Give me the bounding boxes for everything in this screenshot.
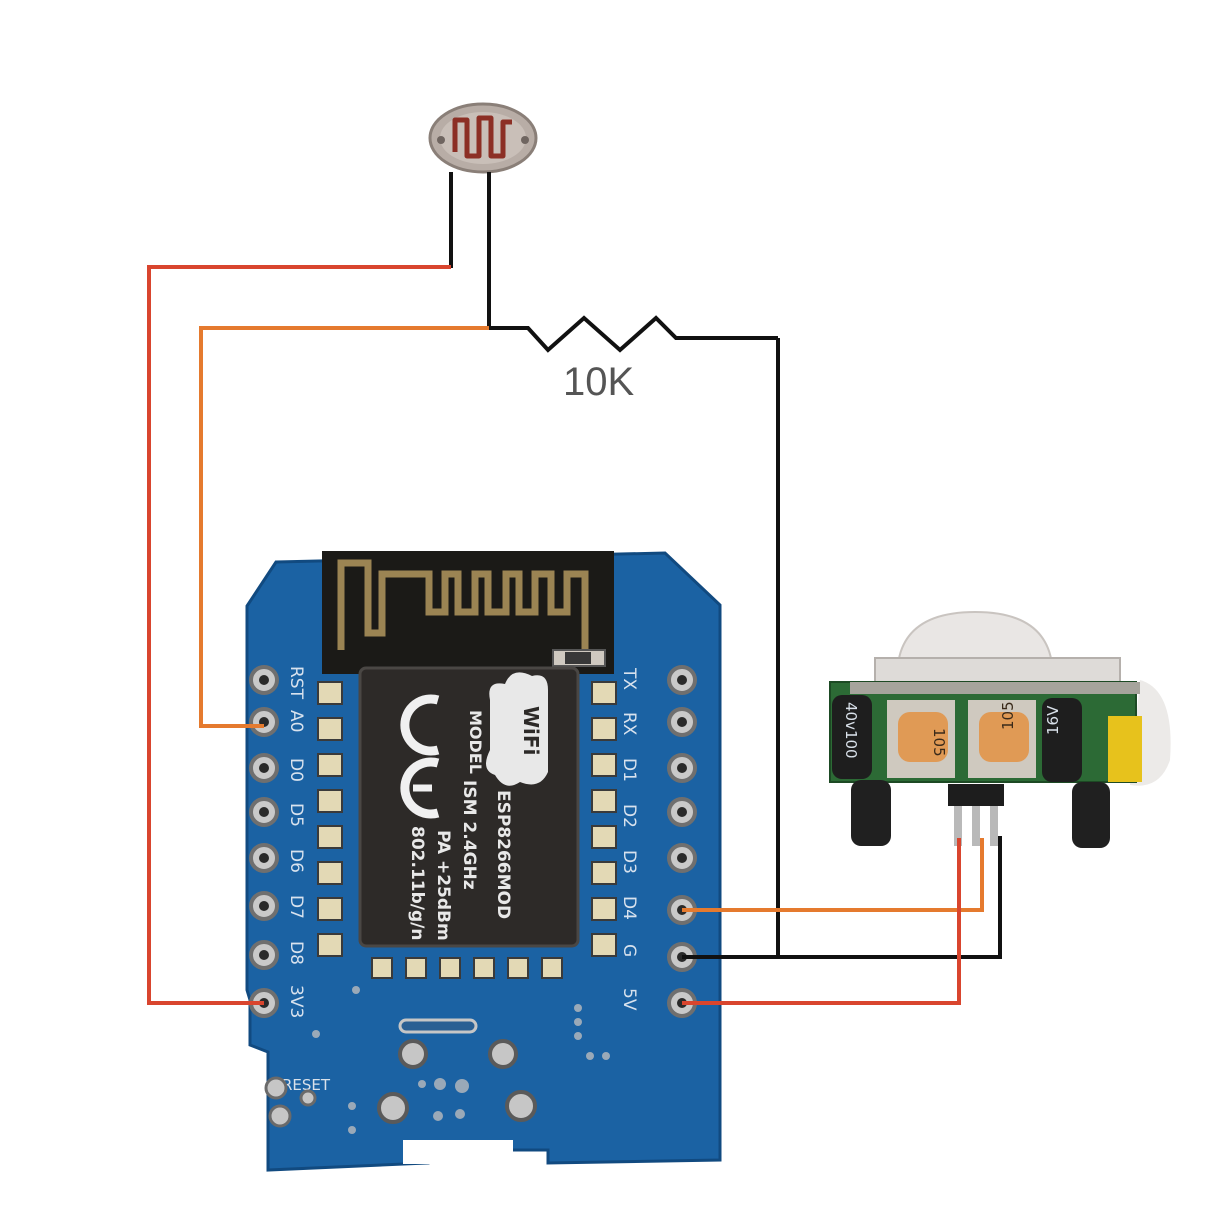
pir-capacitor-left <box>832 695 872 779</box>
pot-left-label: 105 <box>930 728 948 757</box>
pin-label-d4: D4 <box>619 896 639 920</box>
esp-bottom-pad <box>439 957 461 979</box>
esp-right-pad <box>591 897 617 921</box>
esp-left-pad <box>317 753 343 777</box>
pin-label-rx: RX <box>619 712 639 736</box>
wire-5v-to-pir-vcc <box>682 838 961 1005</box>
left-header-pin-hole <box>259 950 269 960</box>
pin-label-d8: D8 <box>286 941 306 965</box>
esp-bottom-pads <box>371 957 563 979</box>
right-pin-labels: TX RX D1 D2 D3 D4 G 5V <box>619 667 639 1011</box>
right-header-pin-hole <box>677 675 687 685</box>
right-header-pin-hole <box>677 763 687 773</box>
left-header-pin-hole <box>259 853 269 863</box>
reset-label: RESET <box>282 1076 331 1094</box>
left-header-pins <box>249 665 279 1018</box>
esp-bottom-pad <box>541 957 563 979</box>
pin-label-d6: D6 <box>286 849 306 873</box>
esp-left-pad <box>317 825 343 849</box>
left-header-pin-hole <box>259 901 269 911</box>
right-header-pin-hole <box>677 717 687 727</box>
wifi-logo-icon <box>486 672 548 786</box>
cap-right-label: 16V <box>1044 705 1062 735</box>
cap-left-label: 40v100 <box>842 702 860 759</box>
right-header-pins <box>667 665 697 1018</box>
usb-connector-pads <box>377 1018 537 1164</box>
esp-right-pad <box>591 681 617 705</box>
pin-label-5v: 5V <box>619 988 639 1011</box>
esp-right-pad <box>591 933 617 957</box>
pin-label-d2: D2 <box>619 804 639 828</box>
reset-button-pads <box>264 1076 317 1128</box>
pin-label-3v3: 3V3 <box>286 985 306 1018</box>
esp-bottom-pad <box>371 957 393 979</box>
esp-left-pads <box>317 681 343 957</box>
esp-bottom-pad <box>473 957 495 979</box>
module-line-wifi-std: 802.11b/g/n <box>407 826 427 940</box>
esp-right-pad <box>591 717 617 741</box>
module-brand: WiFi <box>519 706 543 755</box>
photoresistor <box>428 102 538 174</box>
left-pin-labels: RST A0 D0 D5 D6 D7 D8 3V3 <box>286 666 306 1018</box>
pin-label-d5: D5 <box>286 803 306 827</box>
board-vias <box>312 986 610 1134</box>
pir-capacitor-right <box>1042 698 1082 782</box>
esp-left-pad <box>317 897 343 921</box>
pir-jumper <box>1108 716 1142 782</box>
pin-label-rst: RST <box>286 666 306 700</box>
esp-bottom-pad <box>507 957 529 979</box>
wire-pir-gnd <box>778 836 1002 959</box>
resistor-label: 10K <box>563 360 634 404</box>
pot-right-label: 105 <box>999 701 1017 730</box>
left-header-pin-hole <box>259 763 269 773</box>
pin-label-g: G <box>619 944 639 957</box>
module-line-pa: PA +25dBm <box>433 830 453 941</box>
pin-label-d1: D1 <box>619 758 639 782</box>
pin-label-d3: D3 <box>619 850 639 874</box>
pin-label-d7: D7 <box>286 895 306 919</box>
antenna-trace <box>337 559 589 650</box>
right-header-pin-hole <box>677 853 687 863</box>
pir-motion-sensor: 40v100 105 105 16V <box>829 610 1171 848</box>
esp-left-pad <box>317 861 343 885</box>
module-line-ism: ISM 2.4GHz <box>459 780 479 890</box>
pin-label-d0: D0 <box>286 758 306 782</box>
esp-left-pad <box>317 717 343 741</box>
esp-left-pad <box>317 789 343 813</box>
esp-left-pad <box>317 933 343 957</box>
wire-a0-to-ldr-junction <box>199 326 489 728</box>
wemos-d1-mini-board: CE WiFi MODEL ESP8266MOD ISM 2.4GHz PA +… <box>245 551 722 1172</box>
esp-right-pads <box>591 681 617 957</box>
left-header-pin-hole <box>259 675 269 685</box>
left-header-pin-hole <box>259 807 269 817</box>
module-model-word: MODEL <box>466 710 485 774</box>
wire-d4-to-pir-out <box>682 838 984 912</box>
esp-right-pad <box>591 825 617 849</box>
esp-right-pad <box>591 861 617 885</box>
esp-left-pad <box>317 681 343 705</box>
wire-3v3-to-ldr <box>147 265 451 1005</box>
wires <box>147 172 1002 1005</box>
pin-label-a0: A0 <box>286 710 306 732</box>
esp-bottom-pad <box>405 957 427 979</box>
resistor-10k <box>489 315 778 353</box>
pin-label-tx: TX <box>619 667 639 690</box>
module-model-name: ESP8266MOD <box>493 790 513 919</box>
ce-mark-icon <box>400 694 440 819</box>
esp-right-pad <box>591 753 617 777</box>
esp-right-pad <box>591 789 617 813</box>
right-header-pin-hole <box>677 807 687 817</box>
